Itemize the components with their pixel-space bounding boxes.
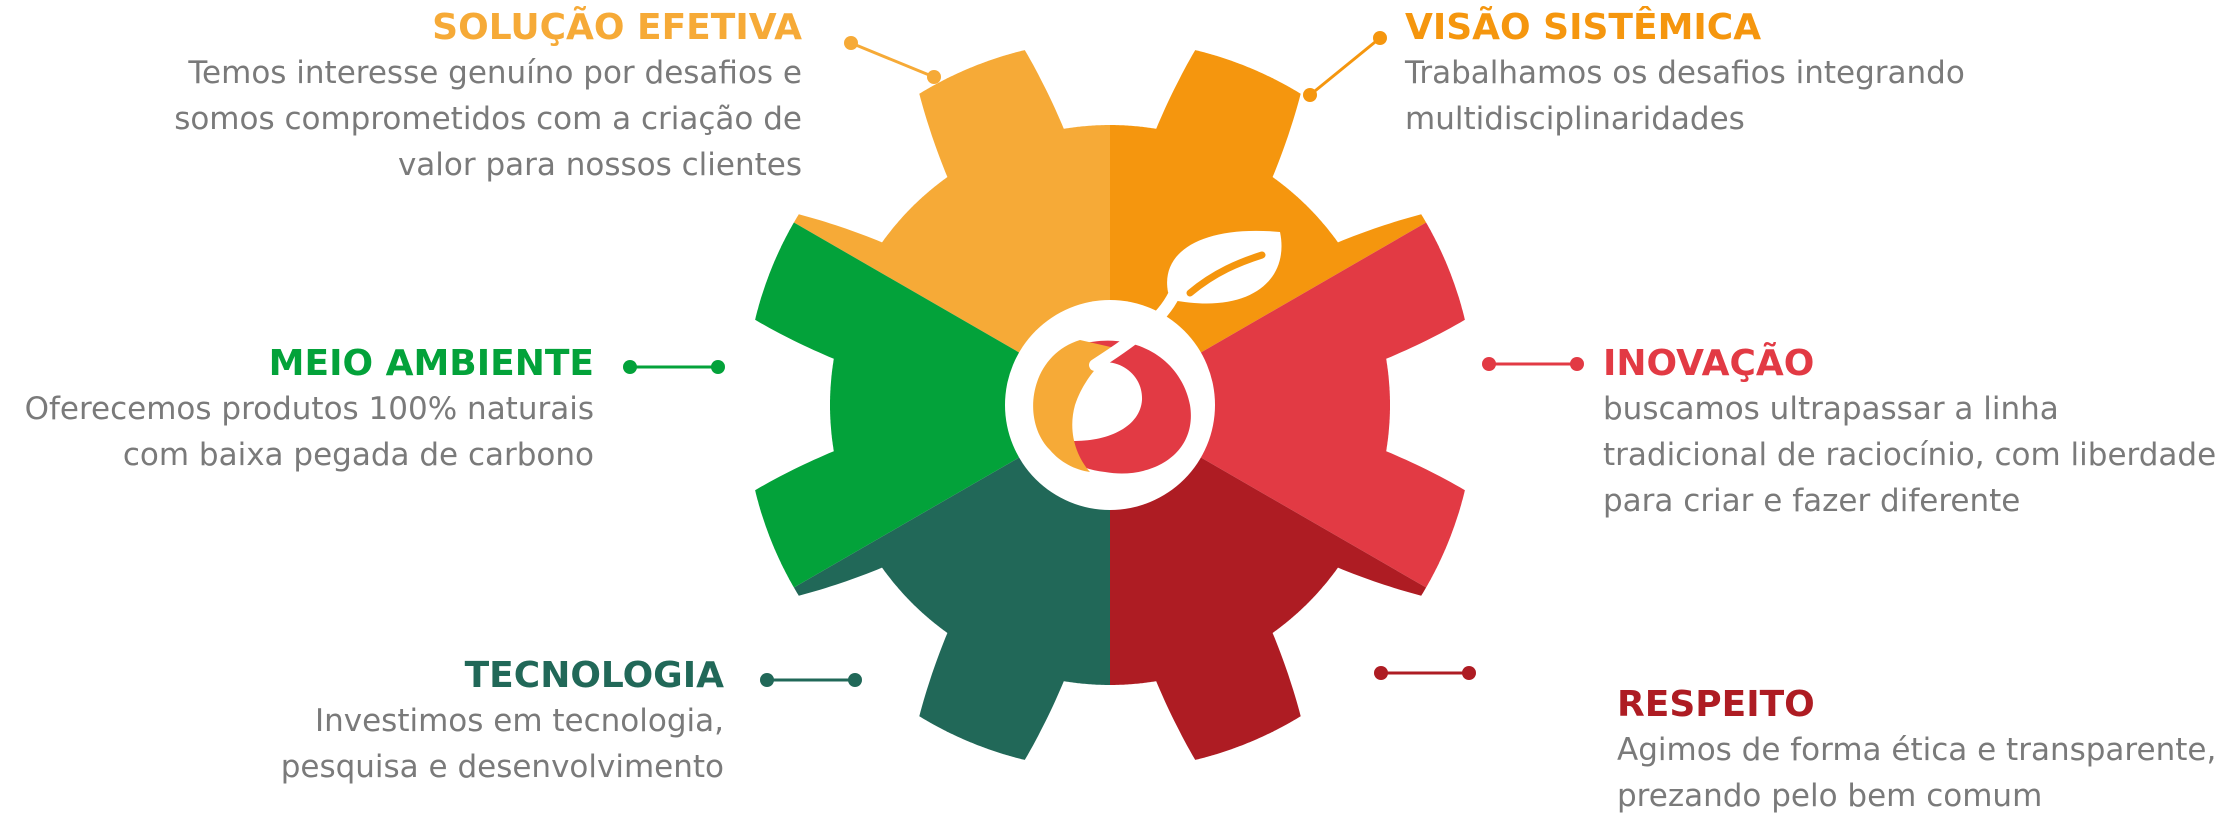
value-desc-line: prezando pelo bem comum (1617, 778, 2043, 814)
value-desc-line: valor para nossos clientes (397, 147, 802, 183)
value-meio-ambiente: MEIO AMBIENTE Oferecemos produtos 100% n… (25, 342, 594, 478)
value-inovacao: INOVAÇÃO buscamos ultrapassar a linha tr… (1603, 342, 2216, 524)
fruit-red-icon (1059, 340, 1191, 474)
value-respeito: RESPEITO Agimos de forma ética e transpa… (1617, 683, 2216, 819)
gear-sector-tecnologia (793, 405, 1110, 760)
connector-dot-solucao (927, 70, 941, 84)
connector-dot-tecnologia (848, 673, 862, 687)
value-desc-line: Agimos de forma ética e transparente, (1617, 732, 2217, 768)
value-title-meio-ambiente: MEIO AMBIENTE (268, 343, 594, 384)
value-desc-line: Trabalhamos os desafios integrando (1405, 55, 1965, 91)
value-desc-line: somos comprometidos com a criação de (174, 101, 802, 137)
gear-sector-respeito (1110, 405, 1427, 760)
gear-sectors (755, 50, 1465, 760)
connector-line-solucao (850, 41, 935, 79)
gear-sector-visao (1110, 50, 1427, 405)
gear-sector-inovacao (1110, 222, 1465, 588)
leaf-fruit-logo-icon (1033, 230, 1282, 474)
fruit-orange-icon (1033, 340, 1115, 472)
value-tecnologia: TECNOLOGIA Investimos em tecnologia, pes… (281, 654, 724, 790)
value-desc-line: Investimos em tecnologia, (314, 703, 724, 739)
connector-dot-tecnologia (760, 673, 774, 687)
value-title-solucao: SOLUÇÃO EFETIVA (432, 7, 802, 48)
connector-dot-solucao (844, 36, 858, 50)
value-desc-line: com baixa pegada de carbono (122, 437, 594, 473)
connectors (623, 31, 1584, 687)
connector-dot-meio-ambiente (711, 360, 725, 374)
center-logo (1005, 230, 1282, 510)
gear-sector-solucao (793, 50, 1110, 405)
value-visao: VISÃO SISTÊMICA Trabalhamos os desafios … (1405, 6, 1965, 142)
value-desc-line: Temos interesse genuíno por desafios e (188, 55, 802, 91)
value-title-respeito: RESPEITO (1617, 684, 1815, 725)
value-desc-line: pesquisa e desenvolvimento (280, 749, 724, 785)
leaf-vein-icon (1186, 251, 1266, 297)
value-title-tecnologia: TECNOLOGIA (464, 655, 724, 696)
value-solucao: SOLUÇÃO EFETIVA Temos interesse genuíno … (174, 6, 802, 188)
value-desc-line: Oferecemos produtos 100% naturais (24, 391, 594, 427)
connector-dot-visao (1373, 31, 1387, 45)
connector-dot-respeito (1462, 666, 1476, 680)
value-desc-line: para criar e fazer diferente (1603, 483, 2021, 519)
connector-dot-inovacao (1570, 357, 1584, 371)
connector-dot-inovacao (1482, 357, 1496, 371)
connector-line-visao (1309, 36, 1381, 97)
value-desc-line: buscamos ultrapassar a linha (1603, 391, 2059, 427)
connector-dot-visao (1303, 88, 1317, 102)
value-title-inovacao: INOVAÇÃO (1603, 343, 1815, 384)
connector-dot-meio-ambiente (623, 360, 637, 374)
connector-dot-respeito (1374, 666, 1388, 680)
value-desc-line: tradicional de raciocínio, com liberdade (1603, 437, 2217, 473)
gear-sector-meio-ambiente (755, 222, 1110, 588)
value-desc-line: multidisciplinaridades (1405, 101, 1745, 137)
value-title-visao: VISÃO SISTÊMICA (1405, 7, 1762, 48)
